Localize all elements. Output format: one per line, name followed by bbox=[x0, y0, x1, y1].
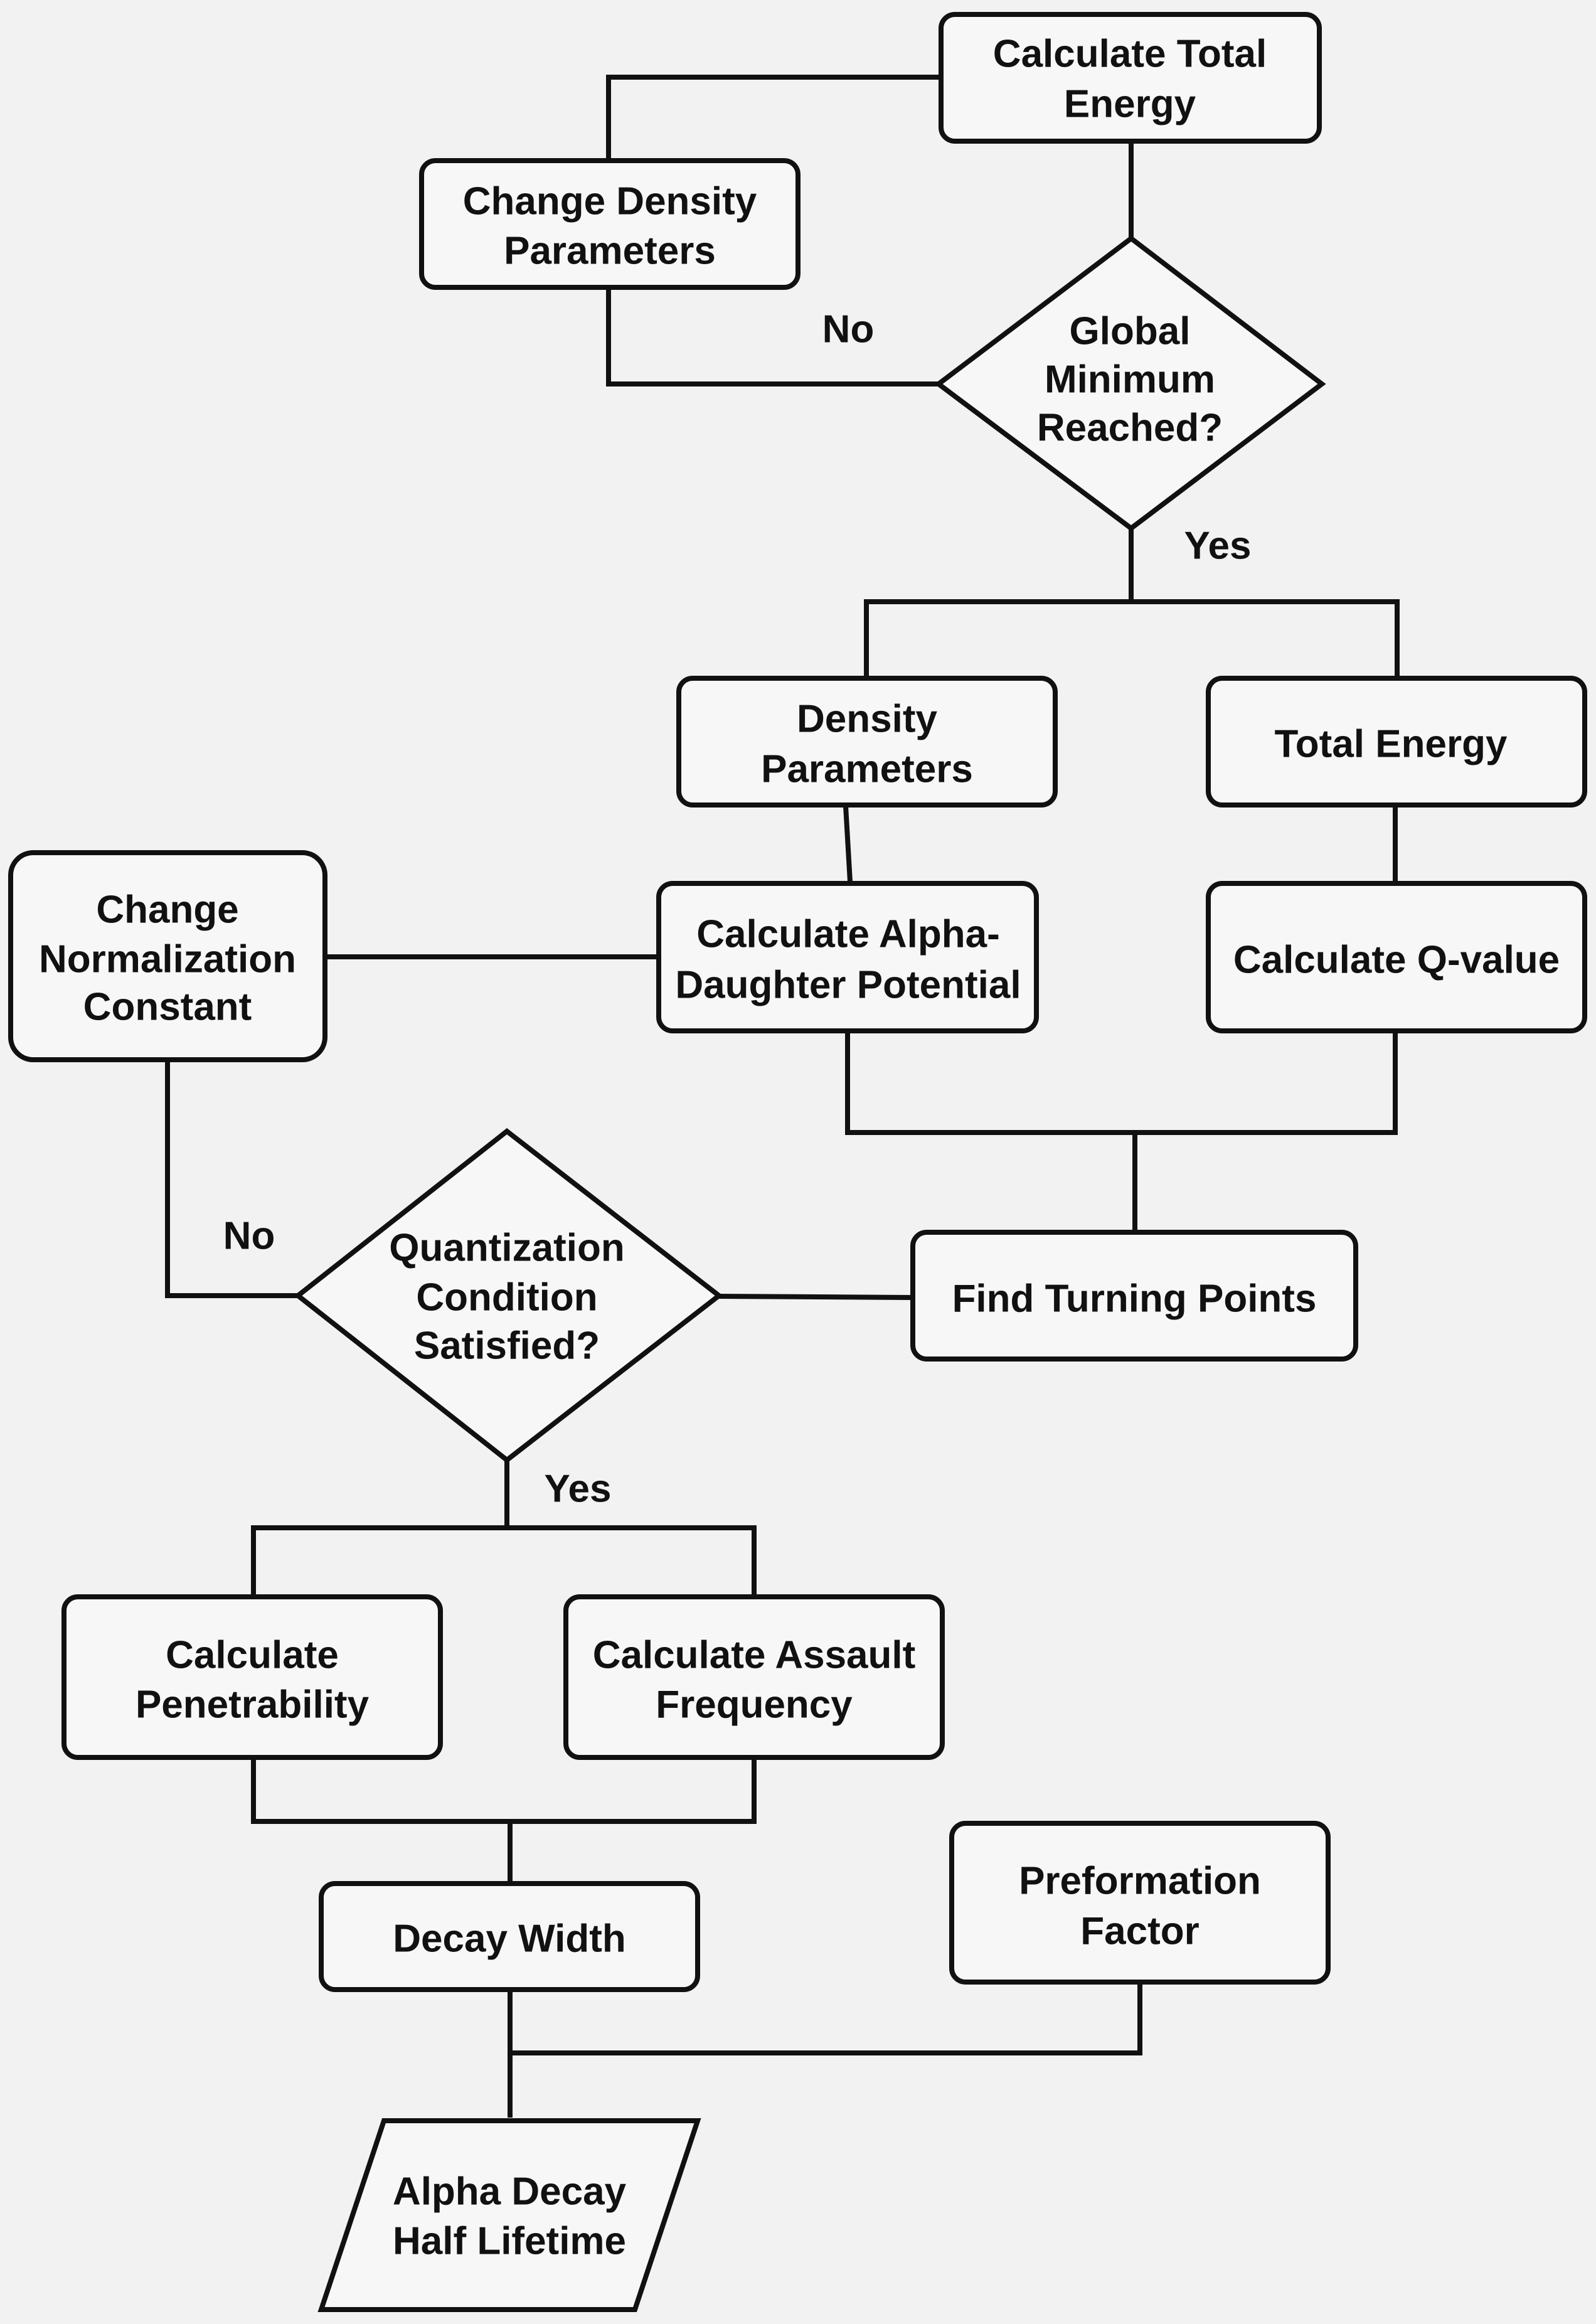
node-half-lifetime-line-2: Half Lifetime bbox=[393, 2220, 626, 2263]
node-quantization-line-1: Quantization bbox=[389, 1227, 624, 1270]
node-half-lifetime-line-1: Alpha Decay bbox=[393, 2170, 627, 2214]
node-find-turning-points: Find Turning Points bbox=[910, 1230, 1358, 1362]
node-calc-total-energy-line-1: Calculate Total bbox=[993, 33, 1267, 76]
edge-merge-to-turning-points bbox=[845, 1032, 1398, 1230]
node-change-density: Change Density Parameters bbox=[419, 158, 801, 290]
node-calc-q-value-line-1: Calculate Q-value bbox=[1233, 939, 1560, 982]
node-density-params: Density Parameters bbox=[676, 676, 1058, 808]
node-calc-total-energy: Calculate Total Energy bbox=[939, 12, 1322, 144]
node-global-min-line-1: Global bbox=[1070, 310, 1191, 353]
edge-label-quant-yes: Yes bbox=[545, 1468, 612, 1511]
edge-global-min-yes-split bbox=[864, 528, 1134, 679]
node-decay-width: Decay Width bbox=[319, 1881, 700, 1992]
node-change-norm: Change Normalization Constant bbox=[8, 850, 327, 1062]
node-density-params-line-1: Density bbox=[797, 698, 937, 741]
edge-quantization-yes-right bbox=[507, 1525, 757, 1596]
edge-quantization-no bbox=[165, 1061, 298, 1298]
edge-merge-to-decay-width bbox=[251, 1759, 757, 1882]
node-total-energy: Total Energy bbox=[1206, 676, 1587, 808]
node-calc-assault-freq-line-1: Calculate Assault bbox=[593, 1634, 916, 1677]
node-preformation: Preformation Factor bbox=[949, 1821, 1331, 1985]
node-calc-alpha-potential-line-1: Calculate Alpha- bbox=[696, 913, 999, 956]
node-calc-q-value: Calculate Q-value bbox=[1206, 881, 1587, 1033]
node-half-lifetime: Alpha Decay Half Lifetime bbox=[317, 2118, 701, 2312]
node-preformation-line-1: Preformation bbox=[1019, 1860, 1261, 1903]
node-global-min: Global Minimum Reached? bbox=[934, 235, 1326, 532]
edge-label-global-yes: Yes bbox=[1184, 525, 1252, 568]
edge-change-density-to-calc-total bbox=[606, 75, 942, 161]
node-global-min-line-2: Minimum bbox=[1045, 358, 1215, 402]
node-calc-assault-freq: Calculate Assault Frequency bbox=[563, 1594, 945, 1760]
edge-preformation-merge bbox=[510, 1983, 1142, 2055]
node-calc-total-energy-line-2: Energy bbox=[1064, 83, 1196, 126]
node-change-norm-line-3: Constant bbox=[83, 986, 252, 1029]
node-calc-alpha-potential: Calculate Alpha- Daughter Potential bbox=[656, 881, 1039, 1033]
node-preformation-line-2: Factor bbox=[1080, 1910, 1199, 1953]
edge-quantization-yes-split bbox=[251, 1460, 509, 1596]
node-total-energy-line-1: Total Energy bbox=[1275, 723, 1508, 766]
edge-density-to-calc-alpha bbox=[843, 806, 853, 882]
node-calc-penetrability-line-2: Penetrability bbox=[136, 1683, 370, 1727]
node-quantization-line-3: Satisfied? bbox=[414, 1325, 600, 1368]
node-calc-penetrability-line-1: Calculate bbox=[166, 1634, 339, 1677]
node-calc-penetrability: Calculate Penetrability bbox=[61, 1594, 443, 1760]
edge-global-min-yes-right bbox=[1131, 599, 1400, 679]
edge-turning-points-to-quantization bbox=[718, 1294, 913, 1300]
edge-global-min-no bbox=[606, 287, 939, 386]
node-global-min-line-3: Reached? bbox=[1037, 407, 1223, 450]
node-calc-alpha-potential-line-2: Daughter Potential bbox=[675, 964, 1021, 1007]
edge-label-quant-no: No bbox=[223, 1215, 275, 1258]
node-calc-assault-freq-line-2: Frequency bbox=[656, 1683, 853, 1727]
node-change-norm-line-2: Normalization bbox=[39, 938, 296, 981]
node-density-params-line-2: Parameters bbox=[761, 748, 973, 791]
node-change-density-line-2: Parameters bbox=[504, 230, 716, 273]
node-change-density-line-1: Change Density bbox=[463, 180, 757, 223]
node-decay-width-line-1: Decay Width bbox=[393, 1917, 626, 1961]
node-find-turning-points-line-1: Find Turning Points bbox=[952, 1277, 1317, 1321]
node-quantization-line-2: Condition bbox=[416, 1276, 597, 1319]
connectors bbox=[165, 75, 1400, 2118]
edge-label-global-no: No bbox=[822, 308, 875, 351]
node-change-norm-line-1: Change bbox=[96, 888, 238, 932]
node-quantization: Quantization Condition Satisfied? bbox=[294, 1127, 723, 1464]
